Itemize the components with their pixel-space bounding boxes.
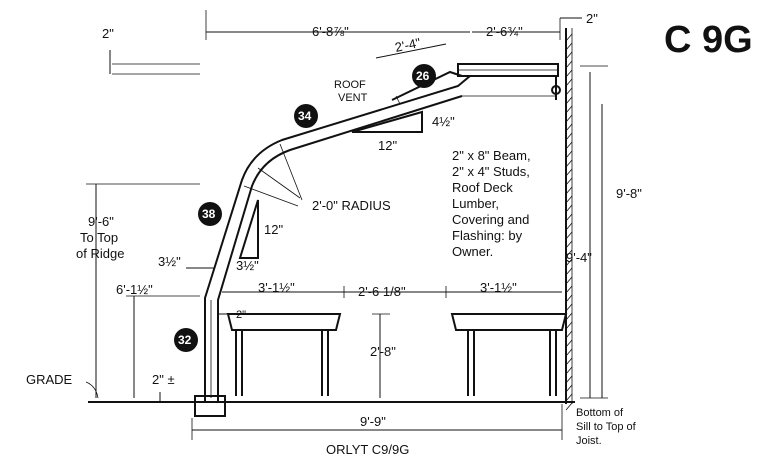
wall-hatch-line xyxy=(565,402,573,411)
wall-hatch-line xyxy=(565,114,573,123)
wall-hatch-line xyxy=(565,258,573,267)
wall-hatch-line xyxy=(565,249,573,258)
wall-pitch-triangle xyxy=(238,199,259,259)
greenhouse-frame xyxy=(194,63,561,417)
bench-left xyxy=(226,313,342,396)
svg-text:32: 32 xyxy=(178,333,192,347)
callout-38: 38 xyxy=(198,202,222,226)
svg-text:26: 26 xyxy=(416,69,430,83)
dim-bench-right: 3'-1½" xyxy=(480,280,517,295)
wall-hatch-line xyxy=(565,105,573,114)
wall-hatch-line xyxy=(565,393,573,402)
wall-hatch-line xyxy=(565,339,573,348)
wall-hatch-line xyxy=(565,312,573,321)
wall-hatch-line xyxy=(565,96,573,105)
wall-hatch-line xyxy=(565,186,573,195)
wall-hatch-line xyxy=(565,348,573,357)
dim-eave-offset: 3½" xyxy=(158,254,181,269)
dim-vent-width: 2'-4" xyxy=(394,35,423,55)
dim-overall-width: 9'-9" xyxy=(360,414,386,429)
wall-hatch-line xyxy=(565,42,573,51)
wall-hatch-line xyxy=(565,321,573,330)
wall-hatch-line xyxy=(565,177,573,186)
wall-hatch-line xyxy=(565,330,573,339)
dim-left-height: 6'-1½" xyxy=(116,282,153,297)
wall-hatch-line xyxy=(565,87,573,96)
dim-bench-edge: 2" xyxy=(236,309,246,321)
radius-indicator xyxy=(243,143,303,207)
wall-hatch-line xyxy=(565,141,573,150)
wall-hatch-line xyxy=(565,240,573,249)
svg-text:34: 34 xyxy=(298,109,312,123)
callout-26: 26 xyxy=(412,64,436,88)
dim-top-left-2: 2" xyxy=(102,26,114,41)
dim-span-top: 6'-8⅞" xyxy=(312,24,349,39)
wall-hatch-line xyxy=(565,33,573,42)
caption: ORLYT C9/9G xyxy=(326,442,409,457)
wall-hatch-line xyxy=(565,78,573,87)
wall-hatch-line xyxy=(565,276,573,285)
svg-text:38: 38 xyxy=(202,207,216,221)
owner-note: 2" x 8" Beam, 2" x 4" Studs, Roof Deck L… xyxy=(452,148,534,259)
wall-hatch-line xyxy=(565,150,573,159)
wall-hatch-line xyxy=(565,357,573,366)
wall-hatch-line xyxy=(565,285,573,294)
wall-hatch-line xyxy=(565,204,573,213)
callout-32: 32 xyxy=(174,328,198,352)
dim-right-height-inner: 9'-4" xyxy=(566,250,592,265)
callout-34: 34 xyxy=(294,104,318,128)
dim-bench-height: 2'-8" xyxy=(370,344,396,359)
wall-hatch-line xyxy=(565,60,573,69)
wall-hatch-line xyxy=(565,222,573,231)
dim-wall-pitch-run: 3½" xyxy=(236,258,259,273)
label-grade: GRADE xyxy=(26,372,73,387)
dim-wall-pitch-rise: 12" xyxy=(264,222,283,237)
wall-hatch-line xyxy=(565,375,573,384)
model-code: C 9G xyxy=(664,19,753,61)
dim-right-height-outer: 9'-8" xyxy=(616,186,642,201)
wall-hatch-line xyxy=(565,294,573,303)
wall-hatch-line xyxy=(565,231,573,240)
wall-hatch-line xyxy=(565,168,573,177)
wall-hatch-line xyxy=(565,51,573,60)
masonry-wall xyxy=(565,28,573,411)
wall-hatch-line xyxy=(565,267,573,276)
wall-hatch-line xyxy=(565,366,573,375)
dim-grade-offset: 2" ± xyxy=(152,372,175,387)
dim-roof-pitch-run: 12" xyxy=(378,138,397,153)
roof-vent xyxy=(391,70,463,105)
bottom-note: Bottom of Sill to Top of Joist. xyxy=(576,407,639,447)
wall-hatch-line xyxy=(565,303,573,312)
dimension-lines xyxy=(85,10,608,440)
wall-hatch-line xyxy=(565,69,573,78)
wall-hatch-line xyxy=(565,132,573,141)
dim-top-right-2: 2" xyxy=(586,11,598,26)
label-radius: 2'-0" RADIUS xyxy=(312,198,391,213)
roof-pitch-triangle xyxy=(351,110,423,133)
dim-aisle: 2'-6 1/8" xyxy=(358,284,406,299)
dim-bench-left: 3'-1½" xyxy=(258,280,295,295)
wall-hatch-line xyxy=(565,195,573,204)
dim-roof-pitch-rise: 4½" xyxy=(432,114,455,129)
wall-hatch-line xyxy=(565,123,573,132)
dim-span-right: 2'-6¾" xyxy=(486,24,523,39)
wall-hatch-line xyxy=(565,159,573,168)
wall-hatch-line xyxy=(565,384,573,393)
bench-right xyxy=(450,313,568,396)
wall-hatch-line xyxy=(565,213,573,222)
